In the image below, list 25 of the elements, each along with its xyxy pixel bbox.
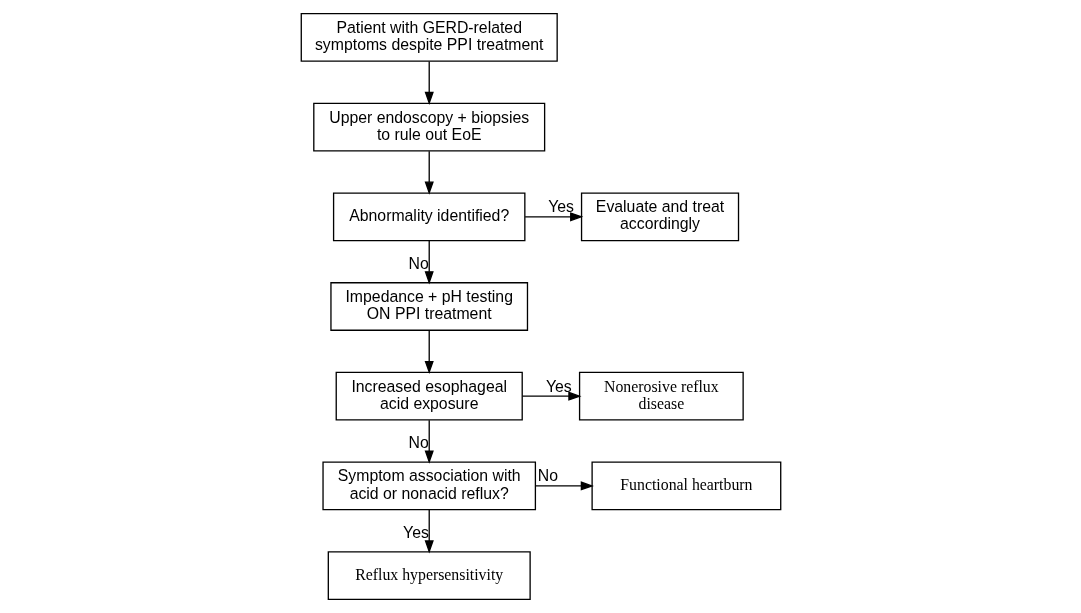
arrow	[523, 212, 583, 222]
node-box: Impedance + pH testing ON PPI treatment	[329, 282, 528, 331]
node-box: Abnormality identified?	[332, 192, 525, 242]
node-box: Symptom association with acid or nonacid reflux?	[321, 461, 536, 511]
edge-label: Yes	[545, 377, 572, 395]
arrow	[534, 481, 594, 491]
node-box: Nonerosive reflux disease	[578, 371, 744, 421]
arrow	[424, 60, 434, 105]
arrow	[424, 419, 434, 464]
arrow	[424, 509, 434, 554]
node-box: Increased esophageal acid exposure	[335, 371, 523, 421]
node-box: Patient with GERD-related symptoms despite PPI treatment	[300, 13, 558, 62]
edge-label: No	[537, 467, 558, 485]
node-box: Reflux hypersensitivity	[327, 551, 531, 600]
edge-label: Yes	[402, 524, 429, 542]
arrow	[424, 150, 434, 195]
node-box: Functional heartburn	[590, 461, 781, 511]
node-box: Evaluate and treat accordingly	[580, 192, 739, 242]
node-box: Upper endoscopy + biopsies to rule out EoE	[312, 102, 545, 152]
arrow	[424, 240, 434, 285]
edge-label: No	[408, 255, 429, 272]
edge-label: No	[408, 434, 429, 452]
arrow	[521, 391, 581, 401]
arrow	[424, 329, 434, 375]
edge-label: Yes	[547, 198, 574, 216]
